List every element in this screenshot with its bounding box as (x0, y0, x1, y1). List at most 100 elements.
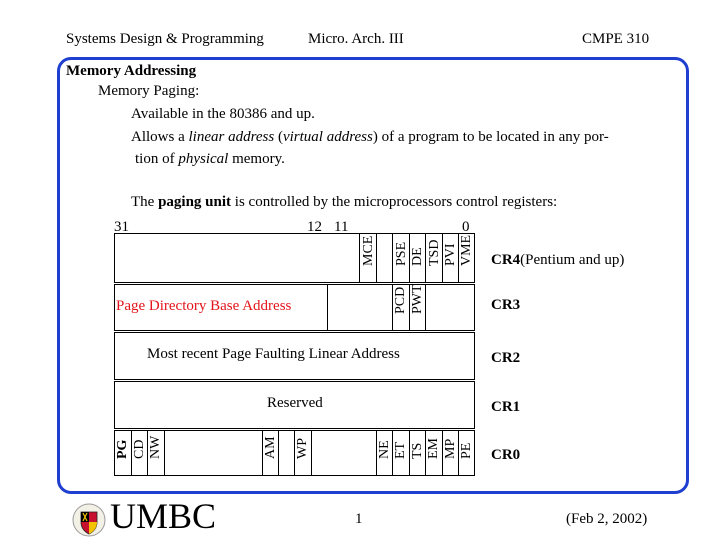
bit-divider (458, 234, 459, 282)
text-span: Allows a (131, 129, 189, 145)
reserved-field: Reserved (267, 395, 323, 411)
text-line-4: The paging unit is controlled by the mic… (131, 194, 557, 211)
bit-cd: CD (132, 431, 148, 473)
bit-label: ET (393, 441, 408, 459)
bit-pg: PG (115, 431, 131, 473)
bit-label: AM (263, 436, 278, 459)
register-name: CR4 (491, 252, 521, 268)
bit-divider (425, 431, 426, 475)
umbc-seal-icon (72, 503, 106, 537)
bit-ne: NE (377, 431, 393, 473)
bit-divider (409, 234, 410, 282)
virtual-address-term: virtual address (282, 129, 373, 145)
bit-divider (164, 431, 165, 475)
bit-pe: PE (459, 431, 475, 473)
cr3-register: Page Directory Base Address PCD PWT (114, 284, 475, 331)
slide-date: (Feb 2, 2002) (566, 511, 648, 527)
bit-pcd: PCD (393, 285, 409, 328)
text-line-2: Allows a linear address (virtual address… (131, 129, 609, 146)
bit-number-0: 0 (462, 219, 470, 235)
paging-unit-term: paging unit (158, 194, 232, 210)
bit-divider (392, 285, 393, 330)
text-span: The (131, 194, 159, 210)
course-title: Systems Design & Programming (66, 31, 264, 47)
bit-pwt: PWT (410, 284, 426, 328)
bit-label: DE (410, 247, 425, 266)
bit-divider (327, 285, 328, 330)
topic-title: Micro. Arch. III (308, 31, 404, 47)
bit-pvi: PVI (443, 220, 459, 280)
subtitle: Memory Paging: (98, 83, 200, 99)
bit-wp: WP (295, 431, 311, 473)
bit-number-12: 12 (307, 219, 322, 235)
bit-divider (262, 431, 263, 475)
bit-divider (311, 431, 312, 475)
bit-label: NW (148, 435, 163, 459)
bit-label: MP (443, 438, 458, 459)
bit-nw: NW (148, 431, 164, 473)
bit-label: MCE (361, 235, 376, 266)
text-line-3: tion of physical memory. (135, 151, 285, 168)
cr2-register: Most recent Page Faulting Linear Address (114, 332, 475, 380)
bit-label: CD (132, 439, 147, 459)
bit-tsd: TSD (427, 220, 443, 280)
content-frame (57, 57, 689, 494)
bit-label: WP (295, 438, 310, 459)
cr0-label: CR0 (491, 447, 521, 463)
faulting-address-field: Most recent Page Faulting Linear Address (147, 346, 400, 362)
bit-divider (442, 234, 443, 282)
bit-divider (376, 431, 377, 475)
bit-divider (147, 431, 148, 475)
bit-label: TSD (427, 239, 442, 266)
cr4-register: MCE PSE DE TSD PVI VME (114, 233, 475, 283)
section-title: Memory Addressing (66, 63, 197, 79)
bit-pse: PSE (394, 220, 410, 280)
page-directory-base-address: Page Directory Base Address (116, 298, 292, 314)
bit-de: DE (410, 220, 426, 280)
bit-label: PVI (443, 243, 458, 266)
page-number: 1 (355, 511, 363, 527)
bit-mp: MP (443, 431, 459, 473)
bit-divider (376, 234, 377, 282)
bit-label: PG (115, 439, 130, 459)
bit-divider (359, 234, 360, 282)
bit-label: PWT (410, 284, 425, 314)
bit-label: VME (459, 234, 474, 266)
bit-mce: MCE (361, 220, 377, 280)
cr3-label: CR3 (491, 297, 521, 313)
cr2-label: CR2 (491, 350, 521, 366)
text-span: ) of a program to be located in any por- (372, 129, 609, 145)
bit-divider (294, 431, 295, 475)
bit-number-11: 11 (334, 219, 349, 235)
bit-divider (425, 285, 426, 330)
cr4-label: CR4(Pentium and up) (491, 252, 624, 269)
physical-term: physical (178, 151, 229, 167)
bit-divider (409, 431, 410, 475)
bit-label: PE (459, 442, 474, 459)
bit-em: EM (426, 431, 442, 473)
bit-vme: VME (459, 220, 475, 280)
linear-address-term: linear address (188, 129, 275, 145)
bit-label: TS (410, 442, 425, 459)
bit-divider (442, 431, 443, 475)
text-line-1: Available in the 80386 and up. (131, 106, 315, 122)
bit-divider (392, 431, 393, 475)
bit-et: ET (393, 431, 409, 473)
bit-divider (392, 234, 393, 282)
cr1-register: Reserved (114, 381, 475, 429)
bit-divider (409, 285, 410, 330)
bit-am: AM (263, 431, 279, 473)
bit-label: EM (426, 438, 441, 459)
register-note: (Pentium and up) (520, 252, 625, 268)
bit-divider (458, 431, 459, 475)
cr0-register: PG CD NW AM WP NE ET TS EM MP PE (114, 430, 475, 476)
bit-divider (131, 431, 132, 475)
cr1-label: CR1 (491, 399, 521, 415)
umbc-logo-text: UMBC (110, 496, 217, 536)
bit-ts: TS (410, 431, 426, 473)
text-span: memory. (228, 151, 285, 167)
bit-number-31: 31 (114, 219, 129, 235)
text-span: ( (274, 129, 283, 145)
bit-divider (278, 431, 279, 475)
bit-label: NE (377, 440, 392, 459)
